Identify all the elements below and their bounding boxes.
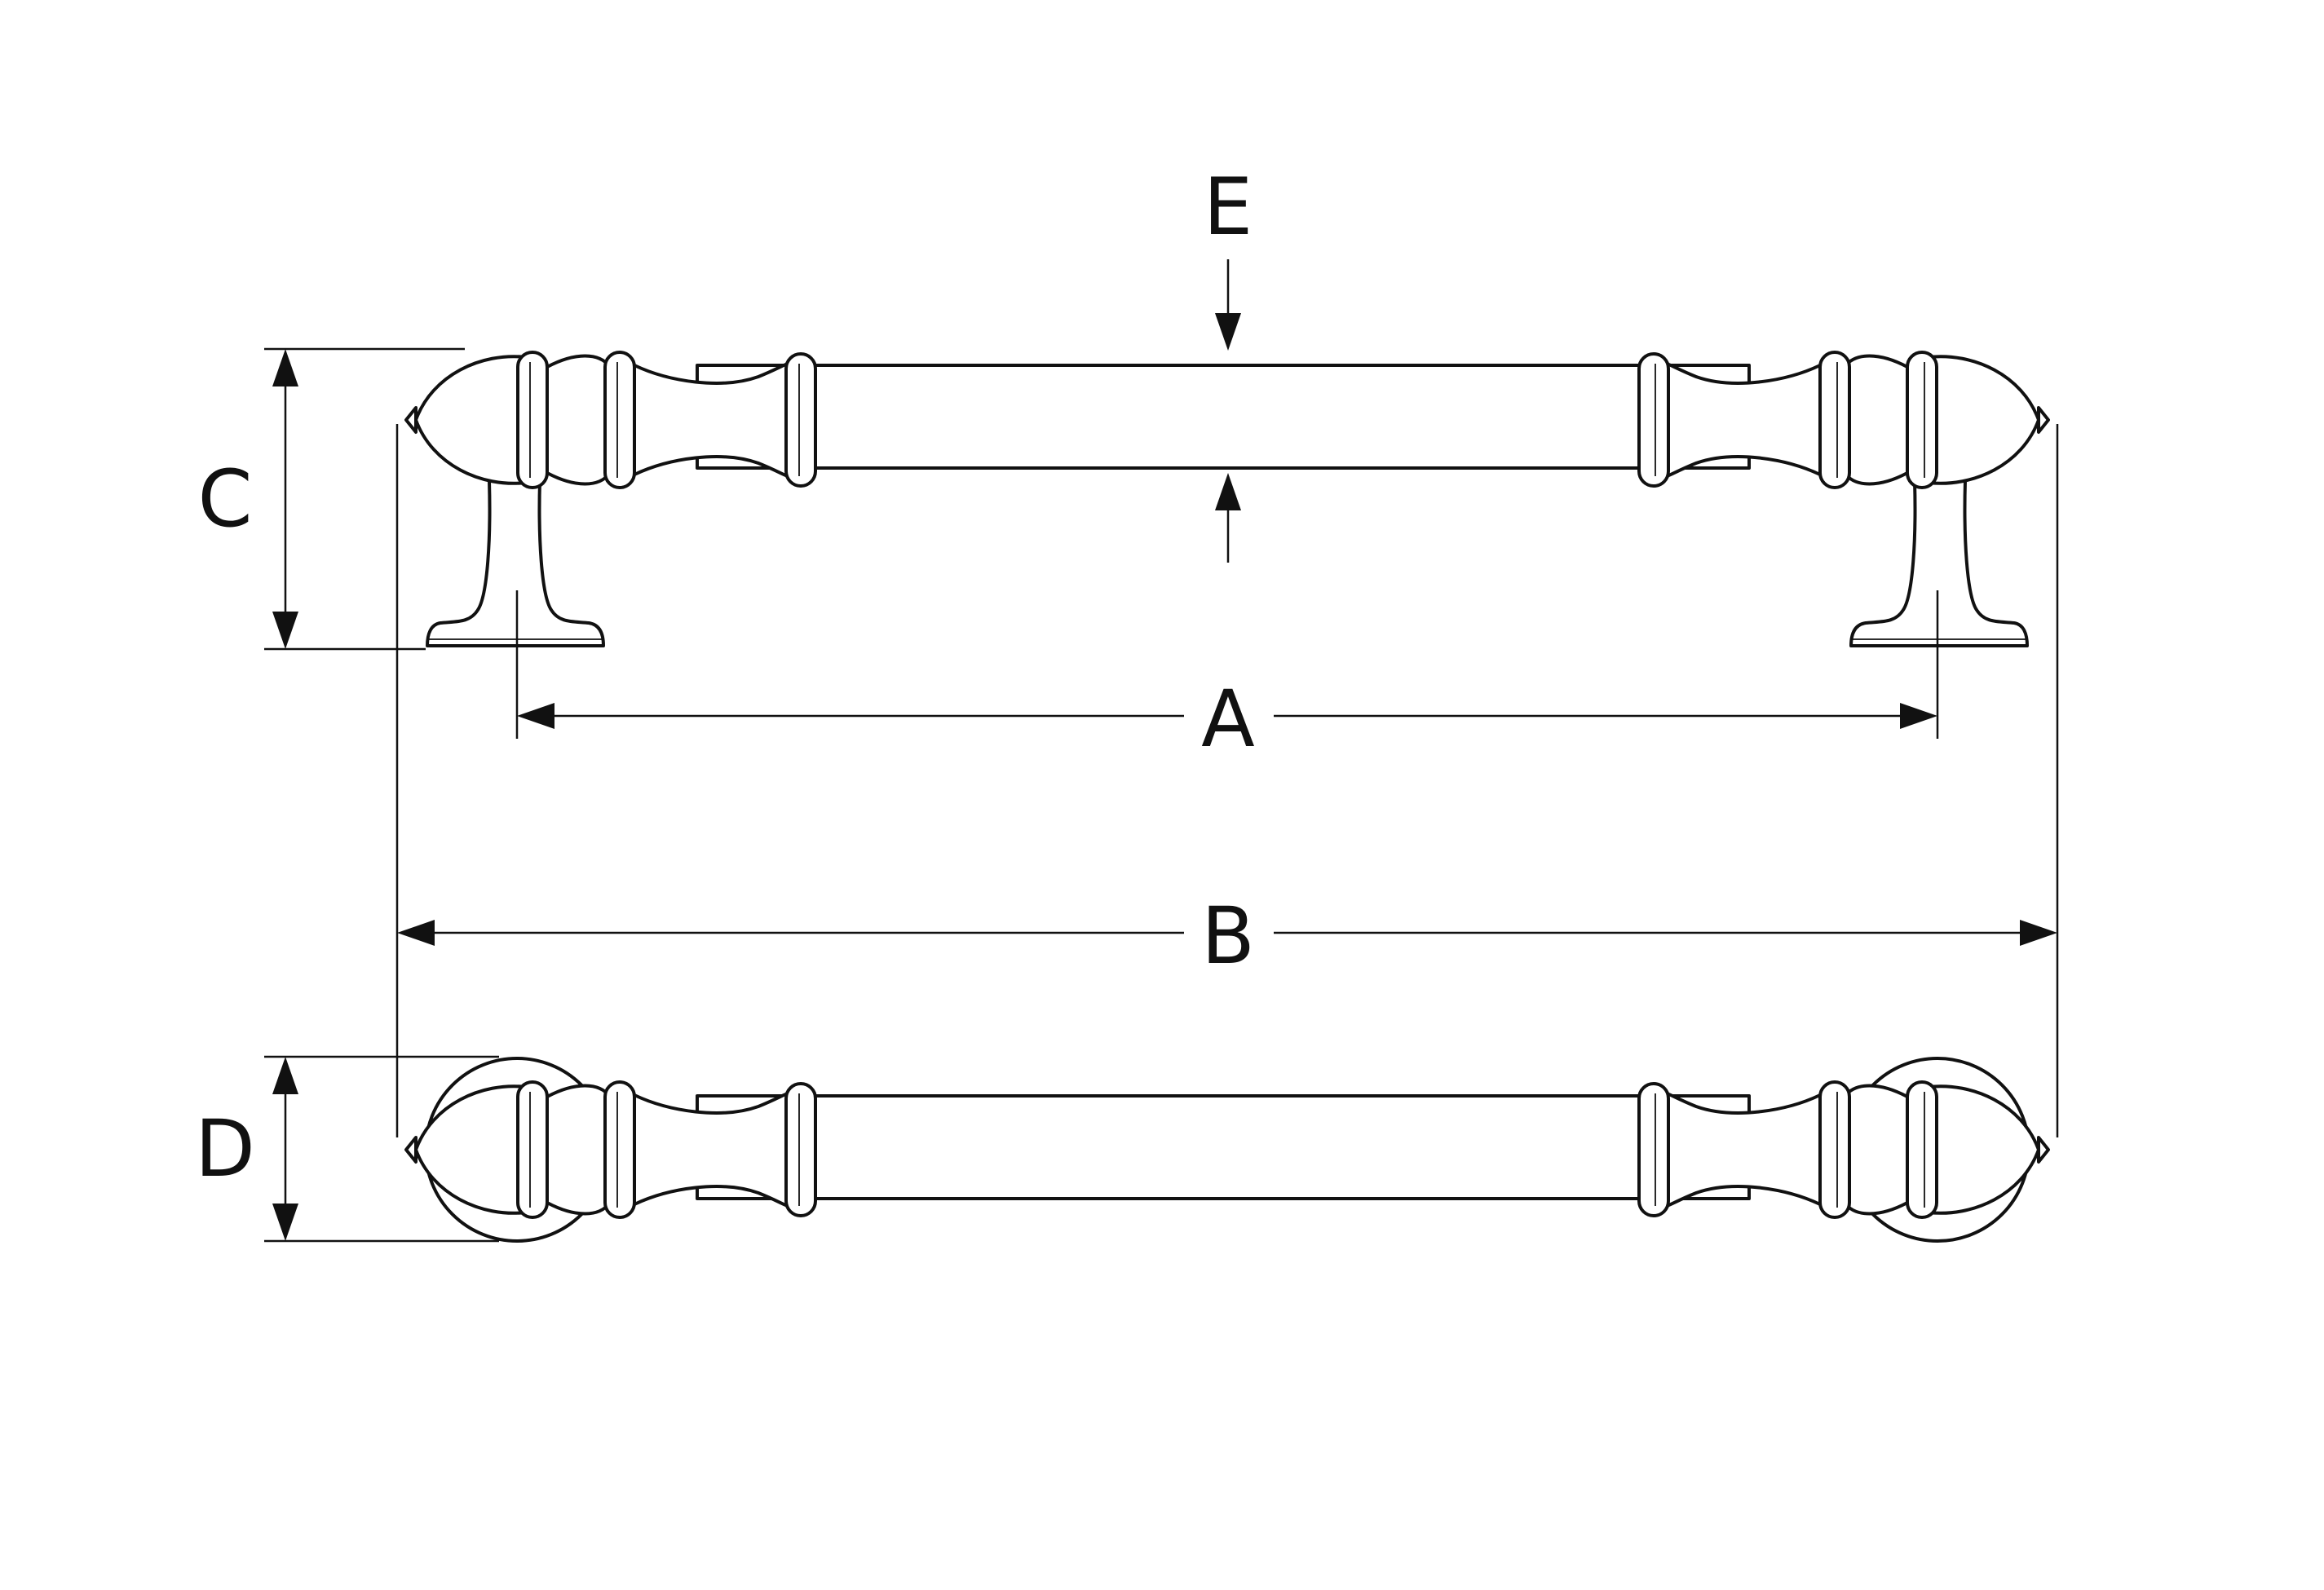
extension-lines <box>264 347 2059 1243</box>
dimension-label-d: D <box>195 1103 255 1195</box>
arrow-up-icon <box>272 349 298 386</box>
arrow-down-icon <box>272 1204 298 1241</box>
dimension-e: E <box>1204 161 1253 563</box>
side-bar <box>696 364 1751 470</box>
arrow-left-icon <box>517 703 554 729</box>
dimension-a: A <box>517 674 1937 765</box>
dimension-label-a: A <box>1201 674 1255 765</box>
dimension-label-e: E <box>1204 161 1253 253</box>
arrow-up-icon <box>1215 473 1241 510</box>
top-bar <box>696 1094 1751 1200</box>
dimension-label-c: C <box>197 453 252 545</box>
arrow-down-icon <box>1215 313 1241 351</box>
dimension-b: B <box>397 890 2057 982</box>
dimension-label-b: B <box>1201 890 1255 982</box>
arrow-up-icon <box>272 1057 298 1094</box>
dimension-c: C <box>197 349 298 649</box>
right-post <box>1849 478 2029 647</box>
arrow-down-icon <box>272 612 298 649</box>
arrow-left-icon <box>397 920 435 946</box>
top-view <box>404 1057 2050 1243</box>
dimension-d: D <box>195 1057 298 1241</box>
arrow-right-icon <box>2020 920 2057 946</box>
arrow-right-icon <box>1900 703 1937 729</box>
side-view <box>404 351 2050 647</box>
left-post <box>426 478 605 647</box>
